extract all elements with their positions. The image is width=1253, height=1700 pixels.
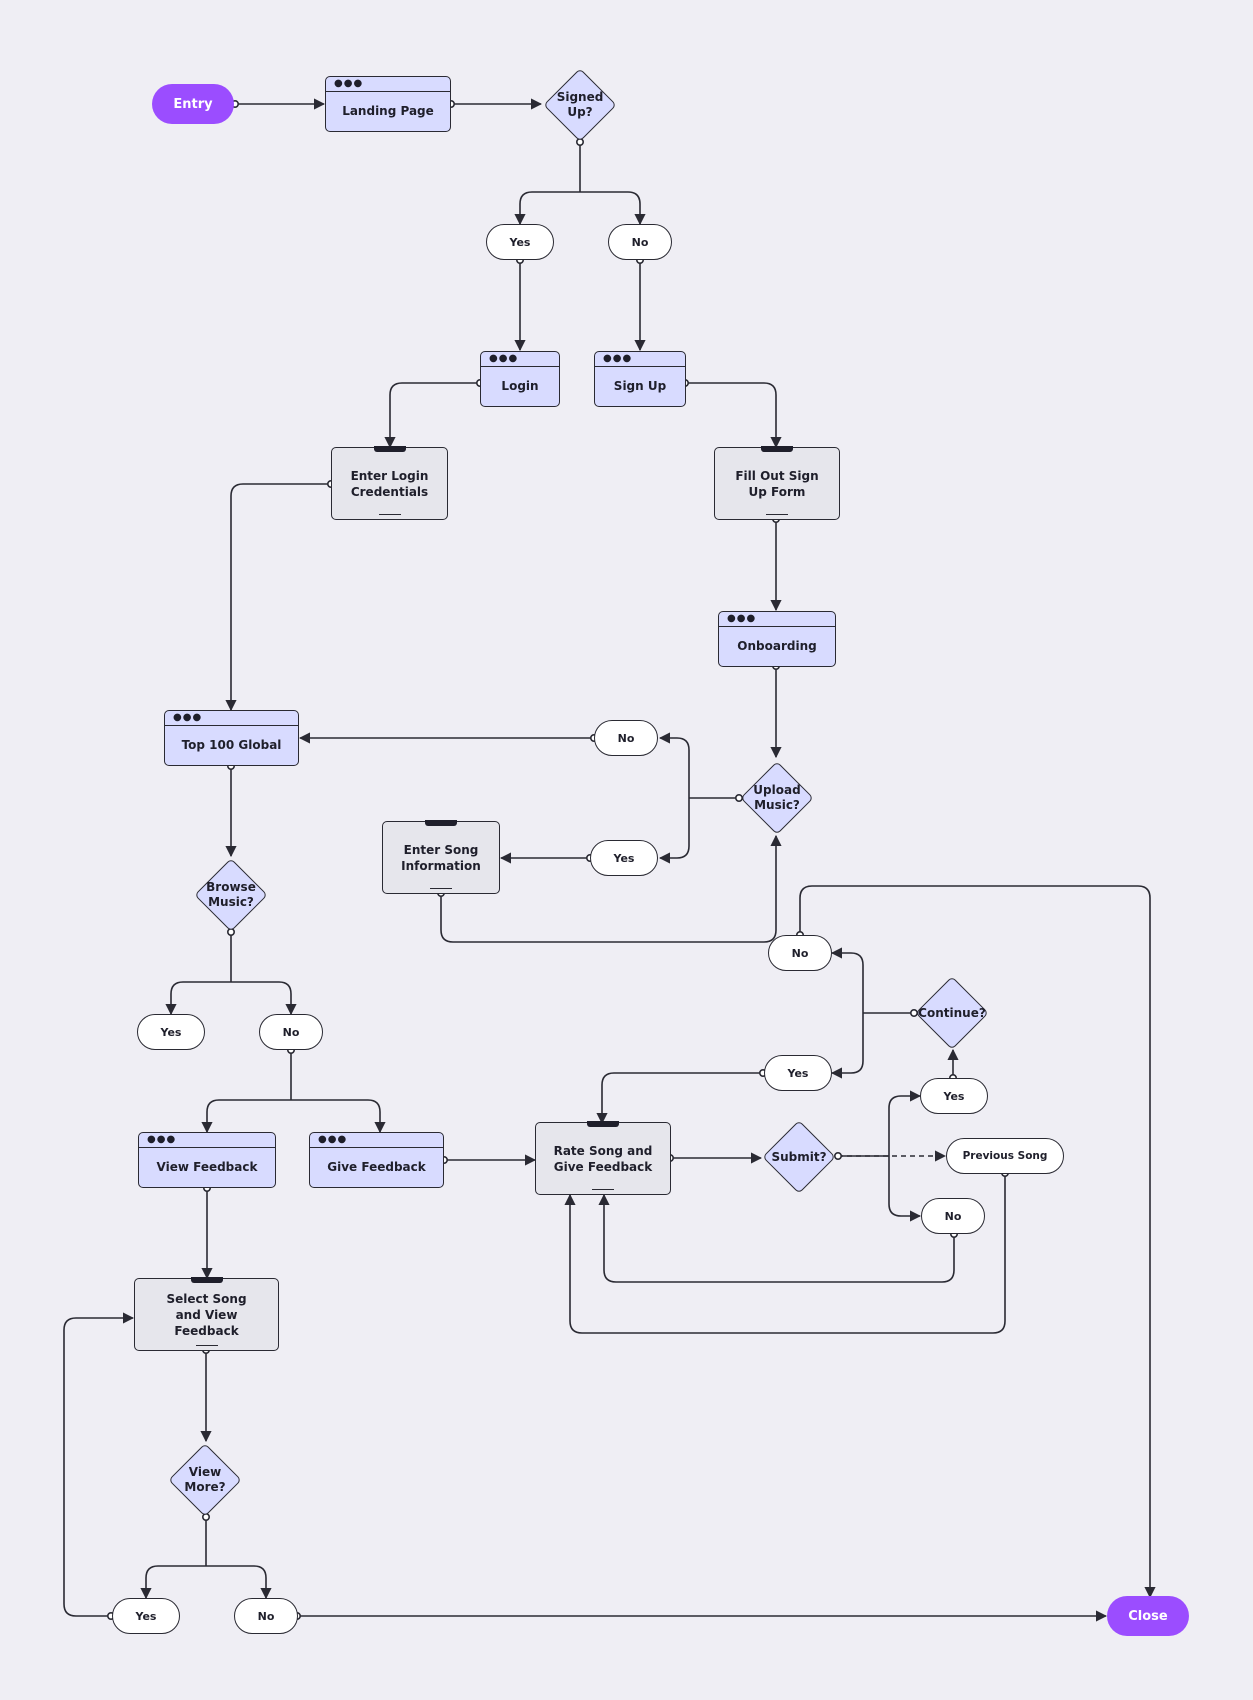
login-label: Login — [501, 379, 539, 393]
yes-submit-pill[interactable]: Yes — [920, 1078, 988, 1114]
enter-song-information-label: Enter Song Information — [401, 842, 481, 873]
process-tab — [587, 1121, 619, 1127]
enter-login-credentials-label: Enter Login Credentials — [350, 468, 429, 499]
window-dots-icon: ●●● — [603, 353, 633, 364]
entry-terminal[interactable]: Entry — [152, 84, 234, 124]
top-100-global-screen[interactable]: ●●● Top 100 Global — [164, 710, 299, 766]
give-feedback-label: Give Feedback — [327, 1160, 426, 1174]
process-line — [592, 1188, 614, 1190]
yes-view-more-pill[interactable]: Yes — [112, 1598, 180, 1634]
select-song-label: Select Song and View Feedback — [166, 1291, 247, 1338]
edge-branch-givefb — [291, 1099, 386, 1134]
edge-branch-yes — [514, 191, 580, 226]
submit-decision[interactable]: Submit? — [760, 1118, 838, 1196]
window-bar: ●●● — [165, 711, 298, 726]
process-line — [766, 513, 788, 515]
no-continue-pill[interactable]: No — [768, 935, 832, 971]
enter-login-credentials-process[interactable]: Enter Login Credentials — [331, 446, 448, 520]
window-dots-icon: ●●● — [173, 712, 203, 723]
yes-continue-pill[interactable]: Yes — [764, 1055, 832, 1091]
window-bar: ●●● — [719, 612, 835, 627]
window-bar: ●●● — [326, 77, 450, 92]
edge-branch-yes-submit — [888, 1090, 922, 1156]
window-bar: ●●● — [139, 1133, 275, 1148]
onboarding-label: Onboarding — [737, 639, 817, 653]
no-upload-pill[interactable]: No — [594, 720, 658, 756]
browse-music-decision[interactable]: Browse Music? — [192, 856, 270, 934]
rate-song-process[interactable]: Rate Song and Give Feedback — [535, 1121, 671, 1195]
upload-music-decision[interactable]: Upload Music? — [738, 759, 816, 837]
fill-out-form-label: Fill Out Sign Up Form — [735, 468, 819, 499]
edge-branch-no-browse — [231, 981, 297, 1016]
edge-branch-no-more — [206, 1565, 272, 1600]
view-more-label: View More? — [184, 1465, 226, 1494]
yes-signed-up-pill[interactable]: Yes — [486, 224, 554, 260]
yes-upload-pill[interactable]: Yes — [590, 840, 658, 876]
edge-song-upload — [440, 834, 782, 943]
view-feedback-label: View Feedback — [156, 1160, 258, 1174]
edge-signup-form — [685, 382, 782, 449]
process-tab — [190, 1277, 223, 1283]
edge-branch-no-continue — [830, 947, 864, 1013]
edge-nocontinue-close — [799, 885, 1156, 1599]
process-tab — [761, 446, 793, 452]
upload-music-label: Upload Music? — [753, 783, 801, 812]
window-dots-icon: ●●● — [489, 353, 519, 364]
rate-song-label: Rate Song and Give Feedback — [553, 1143, 653, 1174]
edge-branch-yes-upload — [658, 798, 690, 864]
edge-yesmore-select — [63, 1312, 135, 1617]
process-tab — [373, 446, 406, 452]
no-submit-pill[interactable]: No — [921, 1198, 985, 1234]
edge-branch-yes-browse — [165, 981, 231, 1016]
signed-up-decision[interactable]: Signed Up? — [541, 66, 619, 144]
no-signed-up-pill[interactable]: No — [608, 224, 672, 260]
close-terminal[interactable]: Close — [1107, 1596, 1189, 1636]
window-bar: ●●● — [310, 1133, 443, 1148]
window-dots-icon: ●●● — [147, 1134, 177, 1145]
edge-branch-viewfb — [201, 1099, 291, 1134]
edge-nosubmit-rate — [598, 1193, 955, 1283]
signed-up-label: Signed Up? — [556, 90, 604, 119]
edge-branch-no-upload — [658, 732, 690, 798]
edge-previous-rate — [564, 1173, 1006, 1334]
browse-music-label: Browse Music? — [206, 880, 256, 909]
edge-branch-yes-more — [140, 1565, 206, 1600]
fill-out-form-process[interactable]: Fill Out Sign Up Form — [714, 446, 840, 520]
edge-branch-no-submit — [888, 1156, 922, 1222]
give-feedback-screen[interactable]: ●●● Give Feedback — [309, 1132, 444, 1188]
window-bar: ●●● — [595, 352, 685, 367]
window-dots-icon: ●●● — [318, 1134, 348, 1145]
continue-decision[interactable]: Continue? — [913, 974, 991, 1052]
edge-yescontinue-rate — [596, 1072, 763, 1125]
edge-branch-no — [580, 191, 646, 226]
no-view-more-pill[interactable]: No — [234, 1598, 298, 1634]
view-feedback-screen[interactable]: ●●● View Feedback — [138, 1132, 276, 1188]
yes-browse-pill[interactable]: Yes — [137, 1014, 205, 1050]
previous-song-pill[interactable]: Previous Song — [946, 1138, 1064, 1174]
process-line — [378, 513, 401, 515]
process-line — [195, 1344, 218, 1346]
process-line — [430, 887, 452, 889]
enter-song-information-process[interactable]: Enter Song Information — [382, 820, 500, 894]
onboarding-screen[interactable]: ●●● Onboarding — [718, 611, 836, 667]
edge-credentials-top100 — [225, 483, 331, 712]
sign-up-screen[interactable]: ●●● Sign Up — [594, 351, 686, 407]
edge-branch-yes-continue — [830, 1013, 864, 1079]
no-browse-pill[interactable]: No — [259, 1014, 323, 1050]
window-dots-icon: ●●● — [334, 78, 364, 89]
edge-login-credentials — [384, 382, 480, 449]
top-100-global-label: Top 100 Global — [181, 738, 282, 752]
landing-page-screen[interactable]: ●●● Landing Page — [325, 76, 451, 132]
process-tab — [425, 820, 457, 826]
submit-label: Submit? — [771, 1149, 827, 1164]
select-song-process[interactable]: Select Song and View Feedback — [134, 1277, 279, 1351]
continue-label: Continue? — [918, 1005, 986, 1020]
login-screen[interactable]: ●●● Login — [480, 351, 560, 407]
view-more-decision[interactable]: View More? — [166, 1441, 244, 1519]
sign-up-label: Sign Up — [613, 379, 667, 393]
window-dots-icon: ●●● — [727, 613, 757, 624]
window-bar: ●●● — [481, 352, 559, 367]
landing-page-label: Landing Page — [342, 104, 434, 118]
